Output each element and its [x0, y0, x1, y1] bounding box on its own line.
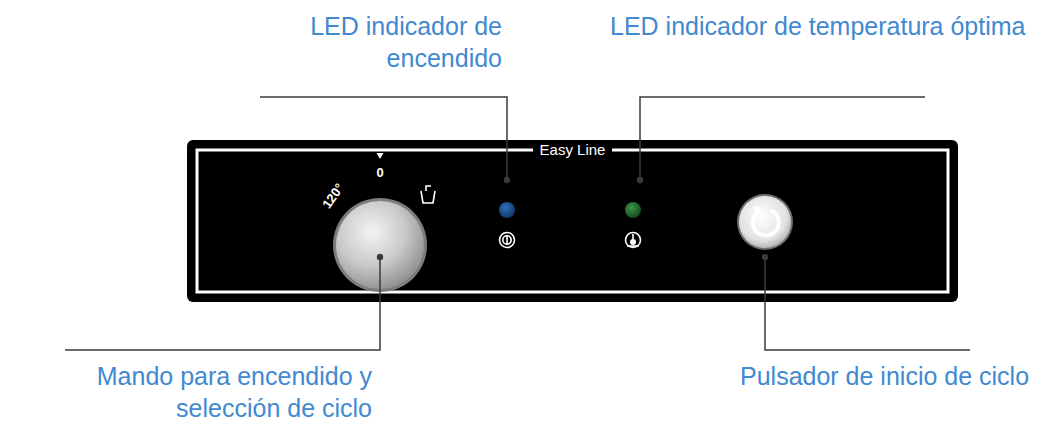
- leader-line: [260, 97, 507, 179]
- leader-line: [640, 97, 925, 179]
- leader-dot: [637, 177, 643, 183]
- cycle-symbol: [753, 211, 779, 235]
- dial-pointer: [377, 153, 384, 159]
- cycle-arrowhead: [753, 206, 762, 215]
- leader-line: [65, 257, 380, 350]
- leader-lines: [65, 97, 970, 350]
- panel-housing: [187, 140, 958, 302]
- panel-frame: [197, 150, 948, 292]
- panel-title: Easy Line: [533, 141, 613, 159]
- dial-mark: 0: [376, 166, 383, 179]
- leader-dots: [377, 177, 768, 260]
- callout-label: LED indicador de temperatura óptima: [610, 10, 1035, 42]
- power-led: [499, 202, 515, 218]
- rinse-symbol: [421, 186, 435, 203]
- callout-label: Mando para encendido y selección de cicl…: [4, 360, 372, 424]
- power-symbol: [500, 233, 515, 248]
- leader-dot: [762, 254, 768, 260]
- control-panel: Easy Line: [187, 140, 958, 302]
- start-button: [739, 196, 791, 248]
- start-button-ring: [737, 194, 793, 250]
- temperature-symbol: [626, 233, 641, 248]
- leader-dot: [504, 177, 510, 183]
- leader-dot: [377, 254, 383, 260]
- callout-label: LED indicador de encendido: [250, 10, 502, 74]
- callout-label: Pulsador de inicio de ciclo: [740, 360, 1035, 392]
- leader-line: [765, 257, 970, 350]
- temperature-led: [625, 202, 641, 218]
